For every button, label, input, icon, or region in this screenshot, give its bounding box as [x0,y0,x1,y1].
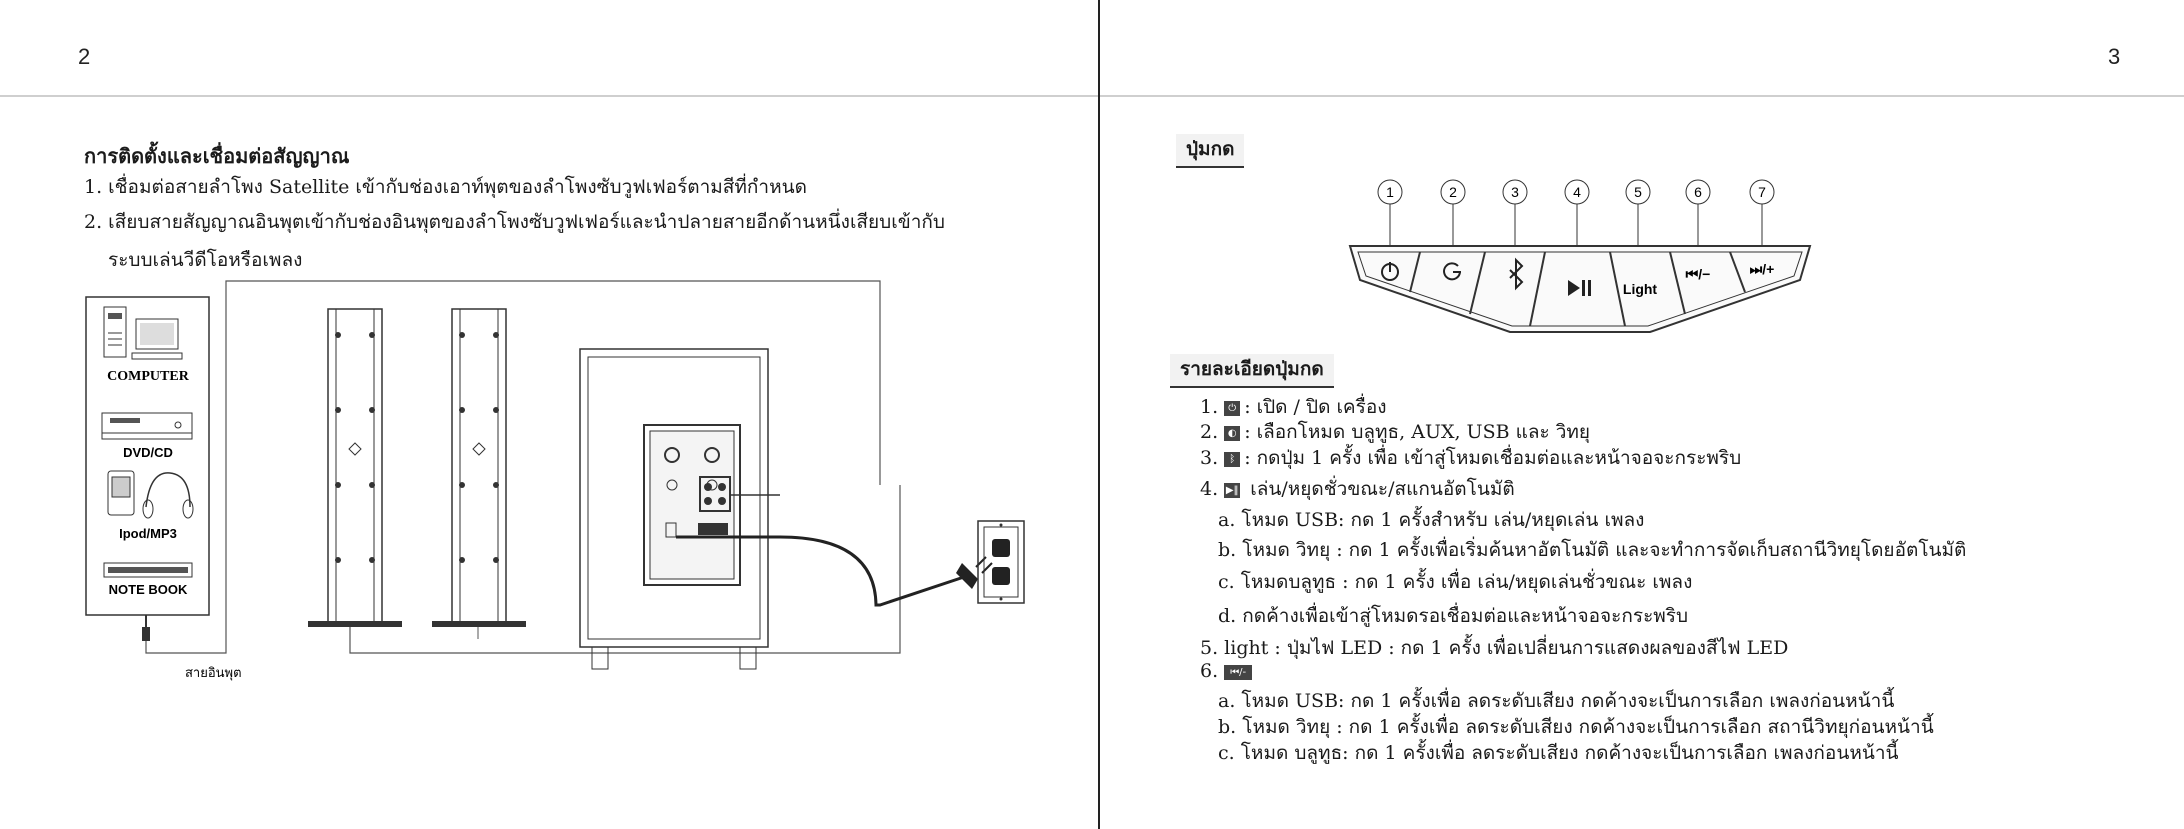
item4-sub-a: a. โหมด USB: กด 1 ครั้งสำหรับ เล่น/หยุดเ… [1218,509,1645,531]
computer-icon [103,306,183,360]
right-page: 3 ปุ่มกด 1 2 3 4 5 6 7 [1100,0,2184,829]
play-pause-icon: ▶‖ [1224,482,1241,498]
item6-sub-b: b. โหมด วิทยุ : กด 1 ครั้งเพื่อ ลดระดับเ… [1218,716,1934,738]
details-title: รายละเอียดปุ่มกด [1170,354,1334,388]
callout-6: 6 [1694,184,1702,200]
wall-outlet-icon [977,520,1025,604]
bluetooth-icon: ᛒ [1224,451,1241,467]
satellite-speaker-left [308,308,402,627]
item6-sub-a: a. โหมด USB: กด 1 ครั้งเพื่อ ลดระดับเสีย… [1218,690,1895,712]
subwoofer [579,348,769,670]
item6-sub-c: c. โหมด บลูทูธ: กด 1 ครั้งเพื่อ ลดระดับเ… [1218,742,1899,764]
item-number: 3. [1200,447,1219,469]
top-rule-left [0,95,1098,97]
source-devices-box [85,296,210,616]
source-notebook-label: NOTE BOOK [109,582,188,597]
item-number: 1. [1200,396,1219,418]
power-button-icon [1381,262,1399,281]
detail-item-5: 5. light : ปุ่มไฟ LED : กด 1 ครั้ง เพื่อ… [1200,637,1789,659]
item-text: เล่น/หยุดชั่วขณะ/สแกนอัตโนมัติ [1244,478,1515,500]
source-dvd-label: DVD/CD [123,445,173,460]
item4-sub-b: b. โหมด วิทยุ : กด 1 ครั้งเพื่อเริ่มค้นห… [1218,539,1967,561]
prev-volume-icon: ⏮/- [1224,664,1253,680]
detail-item-6: 6. ⏮/- [1200,660,1256,682]
power-icon: ⏻ [1224,400,1241,416]
control-panel-diagram: 1 2 3 4 5 6 7 [1348,179,1812,333]
item4-sub-c: c. โหมดบลูทูธ : กด 1 ครั้ง เพื่อ เล่น/หย… [1218,571,1693,593]
connection-diagram: COMPUTER DVD/CD Ipod/MP3 NOTE BOOK สายอิ… [85,280,1025,681]
light-button-label: Light [1623,281,1658,297]
detail-item-3: 3. ᛒ: กดปุ่ม 1 ครั้ง เพื่อ เข้าสู่โหมดเช… [1200,443,1741,473]
left-page: 2 การติดตั้งและเชื่อมต่อสัญญาณ 1. เชื่อม… [0,0,1100,829]
item-text: : เลือกโหมด บลูทูธ, AUX, USB และ วิทยุ [1244,421,1591,443]
notebook-icon [103,562,193,578]
detail-item-4: 4. ▶‖ เล่น/หยุดชั่วขณะ/สแกนอัตโนมัติ [1200,474,1515,504]
callout-5: 5 [1634,184,1642,200]
step-2-cont: ระบบเล่นวีดีโอหรือเพลง [108,249,303,271]
source-ipod-label: Ipod/MP3 [119,526,177,541]
mode-icon: ◐ [1224,425,1241,441]
detail-item-2: 2. ◐: เลือกโหมด บลูทูธ, AUX, USB และ วิท… [1200,417,1590,447]
callout-1: 1 [1386,184,1394,200]
step-1: 1. เชื่อมต่อสายลำโพง Satellite เข้ากับช่… [84,176,807,198]
item-number: 4. [1200,478,1219,500]
item-number: 2. [1200,421,1219,443]
prev-button-label: ⏮/− [1686,266,1711,282]
source-computer-label: COMPUTER [107,369,190,384]
page-number-left: 2 [78,44,91,69]
bluetooth-button-icon [1509,257,1524,291]
power-plug-icon [956,556,993,589]
input-cable-label: สายอินพุต [185,665,242,681]
buttons-title: ปุ่มกด [1176,134,1245,168]
item-text: : เปิด / ปิด เครื่อง [1244,396,1387,418]
top-rule-right [1100,95,2184,97]
page-number-right: 3 [2108,44,2121,69]
callout-7: 7 [1758,184,1766,200]
play-pause-button-icon [1568,280,1591,296]
section-heading: การติดตั้งและเชื่อมต่อสัญญาณ [84,144,350,168]
item4-sub-d: d. กดค้างเพื่อเข้าสู่โหมดรอเชื่อมต่อและห… [1218,605,1689,627]
button-number-callouts: 1 2 3 4 5 6 7 [1377,179,1775,256]
dvd-player-icon [101,412,193,440]
callout-3: 3 [1511,184,1519,200]
callout-2: 2 [1449,184,1457,200]
mode-button-icon [1443,262,1461,281]
item-number: 6. [1200,660,1219,682]
callout-4: 4 [1573,184,1581,200]
item-text: : กดปุ่ม 1 ครั้ง เพื่อ เข้าสู่โหมดเชื่อม… [1244,447,1742,469]
next-button-label: ⏭/+ [1750,261,1775,277]
ipod-headphones-icon [107,470,194,519]
detail-item-1: 1. ⏻: เปิด / ปิด เครื่อง [1200,392,1387,422]
satellite-speaker-right [432,308,526,627]
step-2: 2. เสียบสายสัญญาณอินพุตเข้ากับช่องอินพุต… [84,211,945,233]
